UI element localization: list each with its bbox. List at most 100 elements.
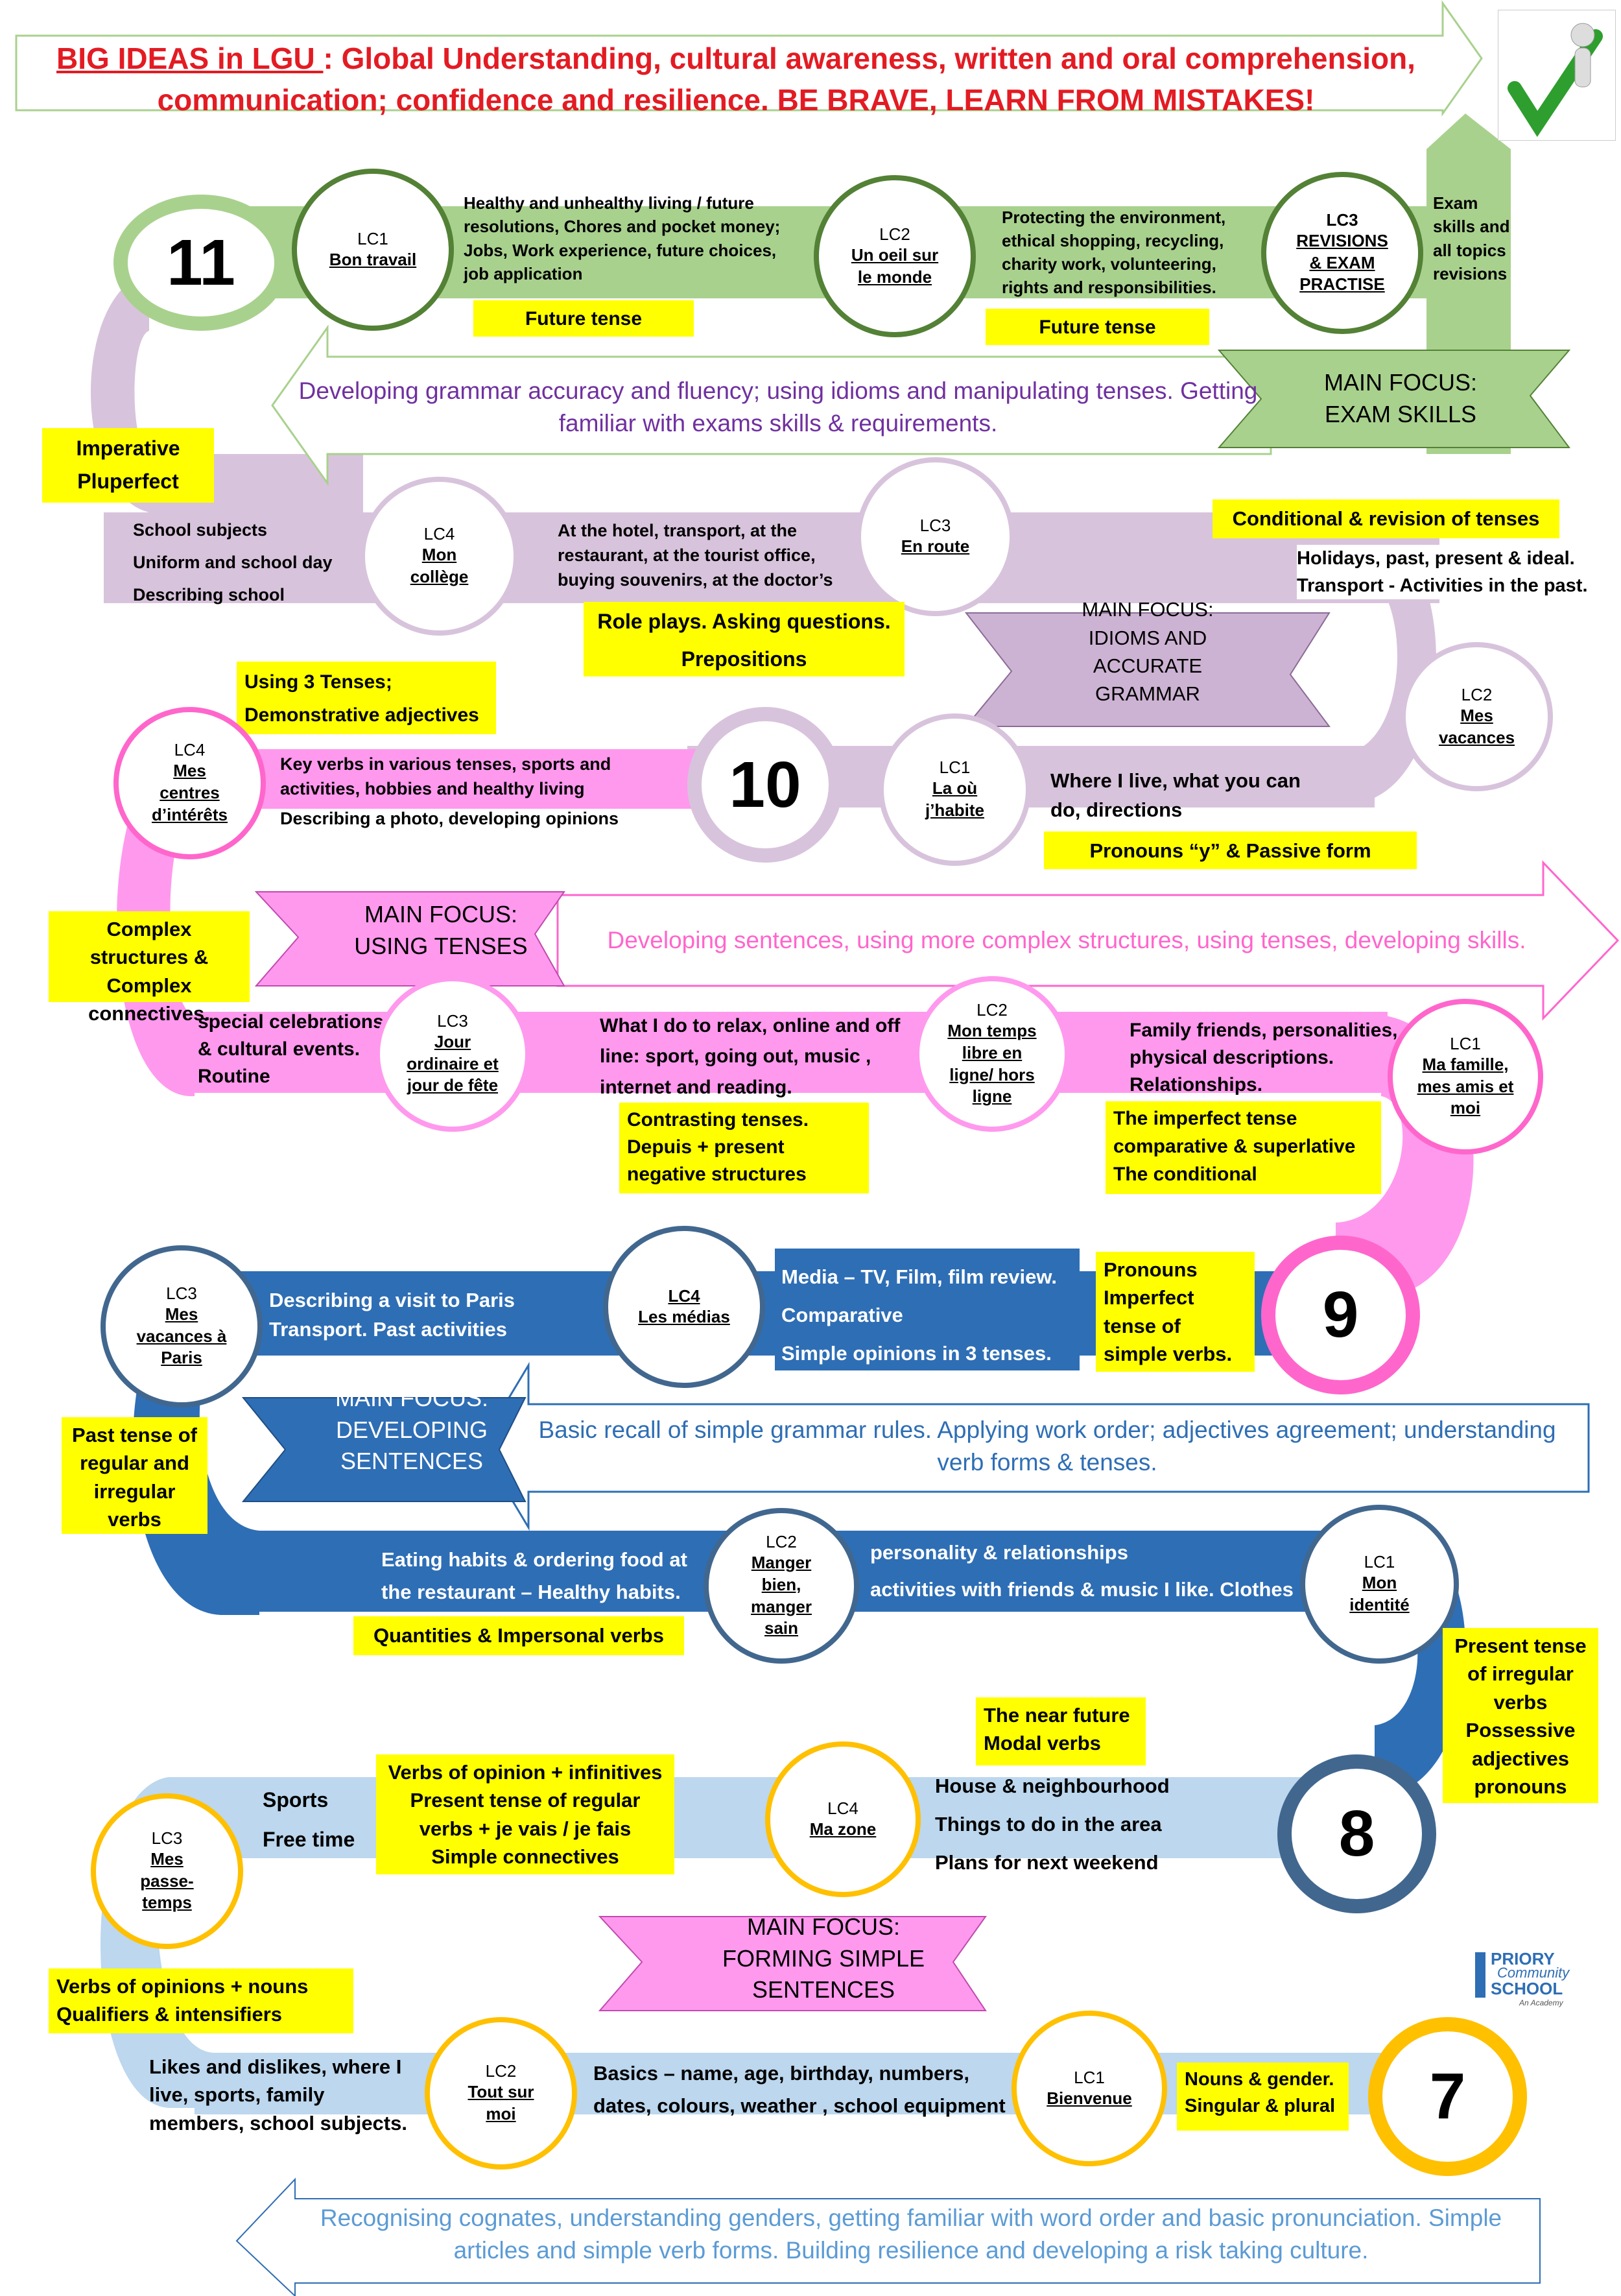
lc-name: Mes centres d’intérêts <box>151 761 228 824</box>
year7-arrow <box>235 2177 1541 2296</box>
grammar-item: The near future <box>984 1704 1130 1727</box>
year9-lc3-topics: special celebrations & cultural events. … <box>198 1011 384 1087</box>
topic-item: Things to do in the area <box>935 1812 1162 1836</box>
grammar-item: Using 3 Tenses; <box>244 671 392 693</box>
year7-number-text: 7 <box>1429 2060 1466 2133</box>
logo-line3: SCHOOL <box>1491 1979 1563 1998</box>
lc-name: Mon identité <box>1349 1573 1410 1614</box>
lc-name: En route <box>901 536 970 556</box>
year10-focus-label: MAIN FOCUS: IDIOMS AND ACCURATE GRAMMAR <box>1082 598 1214 706</box>
year9-lc1-circle[interactable]: LC1 Ma famille, mes amis et moi <box>1388 999 1543 1154</box>
year9-number-text: 9 <box>1322 1278 1359 1351</box>
grammar-item: Nouns & gender. <box>1185 2069 1334 2090</box>
lc-code: LC2 <box>976 999 1008 1020</box>
year9-lc3-circle[interactable]: LC3 Jour ordinaire et jour de fête <box>375 976 530 1132</box>
lc-code: LC4 <box>174 740 206 760</box>
year10-lc4b-circle[interactable]: LC4 Mes centres d’intérêts <box>113 707 266 859</box>
lc-name: Mon temps libre en ligne/ hors ligne <box>947 1020 1037 1106</box>
year7-lc4-grammar: The near future Modal verbs <box>976 1697 1146 1765</box>
topic-item: Uniform and school day <box>133 552 333 572</box>
year7-left-grammar: Verbs of opinions + nouns Qualifiers & i… <box>49 1968 353 2033</box>
lc-name: Tout sur moi <box>467 2082 534 2123</box>
year10-lc4-topics: School subjects Uniform and school day D… <box>133 514 366 612</box>
lc-name: Mes passe-temps <box>140 1848 194 1913</box>
year10-lc4-circle[interactable]: LC4 Mon collège <box>360 477 519 636</box>
year8-lc4-grammar: Pronouns Imperfect tense of simple verbs… <box>1096 1252 1255 1372</box>
year7-lc1-circle[interactable]: LC1 Bienvenue <box>1012 2011 1167 2166</box>
year11-lc1-grammar: Future tense <box>473 300 694 337</box>
lc-code: LC4 <box>827 1798 858 1818</box>
lc-name: Ma famille, mes amis et moi <box>1417 1054 1514 1118</box>
grammar-item: Verbs of opinions + nouns <box>56 1975 309 1998</box>
lc-code: LC3 <box>1326 209 1358 230</box>
year10-lc4b-topics: Key verbs in various tenses, sports and … <box>280 752 643 831</box>
year9-lc2-circle[interactable]: LC2 Mon temps libre en ligne/ hors ligne <box>914 976 1070 1132</box>
year9-arrow-text: Developing sentences, using more complex… <box>607 927 1526 953</box>
year7-lc4-circle[interactable]: LC4 Ma zone <box>765 1741 921 1897</box>
year7-focus-label: MAIN FOCUS: FORMING SIMPLE SENTENCES <box>722 1913 925 2003</box>
year8-number: 8 <box>1277 1754 1436 1913</box>
year11-lc3-topics: Exam skills and all topics revisions <box>1433 193 1510 284</box>
topic-item: personality & relationships <box>870 1541 1128 1564</box>
topic-item: Media – TV, Film, film review. <box>781 1265 1057 1288</box>
year10-focus-ribbon <box>964 612 1331 727</box>
grammar-item: The imperfect tense <box>1113 1108 1297 1129</box>
year8-focus-ribbon <box>241 1397 527 1502</box>
lc-code: LC1 <box>1074 2067 1105 2087</box>
year11-lc2-topics: Protecting the environment, ethical shop… <box>1002 208 1226 297</box>
year11-lc2-grammar: Future tense <box>986 309 1209 345</box>
lc-name: Jour ordinaire et jour de fête <box>407 1031 499 1095</box>
year9-lc2-topics: What I do to relax, online and off line:… <box>600 1015 901 1098</box>
lc-code: LC4 <box>668 1286 700 1306</box>
lc-code: LC3 <box>166 1283 197 1303</box>
lc-code: LC1 <box>1450 1033 1481 1053</box>
grammar-item: Pluperfect <box>77 470 179 494</box>
year10-lc3-circle[interactable]: LC3 En route <box>856 457 1015 616</box>
lc-name: Un oeil sur le monde <box>851 245 939 287</box>
title-line2b: BE BRAVE, LEARN FROM MISTAKES! <box>768 83 1315 117</box>
title-line1: : Global Understanding, cultural awarene… <box>323 42 1415 75</box>
year7-lc3-circle[interactable]: LC3 Mes passe-temps <box>91 1793 243 1949</box>
year10-lc1-circle[interactable]: LC1 La où j’habite <box>879 713 1031 866</box>
lc-code: LC2 <box>1461 684 1493 704</box>
year8-arrow <box>479 1361 1590 1531</box>
logo-line1: PRIORY <box>1491 1949 1555 1968</box>
year11-lc1-circle[interactable]: LC1 Bon travail <box>292 169 454 331</box>
year8-right-grammar: Present tense of irregular verbs Possess… <box>1443 1628 1598 1803</box>
title-arrow <box>15 0 1483 117</box>
lc-code: LC2 <box>485 2061 517 2081</box>
lc-code: LC1 <box>357 228 388 248</box>
grammar-item: Contrasting tenses. <box>627 1109 809 1130</box>
lc-name: Bon travail <box>329 249 417 269</box>
title-line2a: communication; confidence and resilience <box>157 83 761 117</box>
year8-arrow-text: Basic recall of simple grammar rules. Ap… <box>538 1417 1556 1476</box>
year10-left-grammar: Using 3 Tenses; Demonstrative adjectives <box>237 662 496 734</box>
grammar-item: Modal verbs <box>984 1732 1101 1755</box>
lc-name: Ma zone <box>809 1819 877 1839</box>
year8-lc4-circle[interactable]: LC4 Les médias <box>603 1226 765 1388</box>
topic-item: House & neighbourhood <box>935 1775 1170 1797</box>
year8-lc2-circle[interactable]: LC2 Manger bien, manger sain <box>704 1508 859 1664</box>
grammar-text: Future tense <box>525 308 643 329</box>
title-lead: BIG IDEAS in LGU <box>56 42 324 75</box>
lc-code: LC4 <box>423 524 455 544</box>
year7-lc2-circle[interactable]: LC2 Tout sur moi <box>425 2017 577 2170</box>
topic-item: Sports <box>263 1788 329 1812</box>
checkmark-figure-icon <box>1498 10 1616 141</box>
year11-focus-label: MAIN FOCUS: EXAM SKILLS <box>1323 369 1477 427</box>
topic-item: Plans for next weekend <box>935 1850 1159 1874</box>
year8-lc3-circle[interactable]: LC3 Mes vacances à Paris <box>101 1245 263 1407</box>
year9-focus-label: MAIN FOCUS: USING TENSES <box>354 901 528 959</box>
year11-lc3-circle[interactable]: LC3 REVISIONS & EXAM PRACTISE <box>1261 172 1423 334</box>
topic-item: Describing a photo, developing opinions <box>280 808 619 828</box>
year8-lc1-circle[interactable]: LC1 Mon identité <box>1300 1505 1459 1664</box>
lc-code: LC2 <box>879 224 910 244</box>
year10-right-grammar: Conditional & revision of tenses <box>1213 499 1559 538</box>
year7-lc1-topics: Basics – name, age, birthday, numbers, d… <box>593 2062 1006 2117</box>
year9-left-grammar: Complex structures & Complex connectives… <box>49 911 250 1025</box>
topic-item: School subjects <box>133 520 268 540</box>
year10-lc2-circle[interactable]: LC2 Mes vacances <box>1401 642 1553 791</box>
year11-lc2-circle[interactable]: LC2 Un oeil sur le monde <box>814 175 976 337</box>
grammar-item: Qualifiers & intensifiers <box>56 2003 282 2026</box>
year7-lc3-grammar: Verbs of opinion + infinitives Present t… <box>376 1754 674 1874</box>
